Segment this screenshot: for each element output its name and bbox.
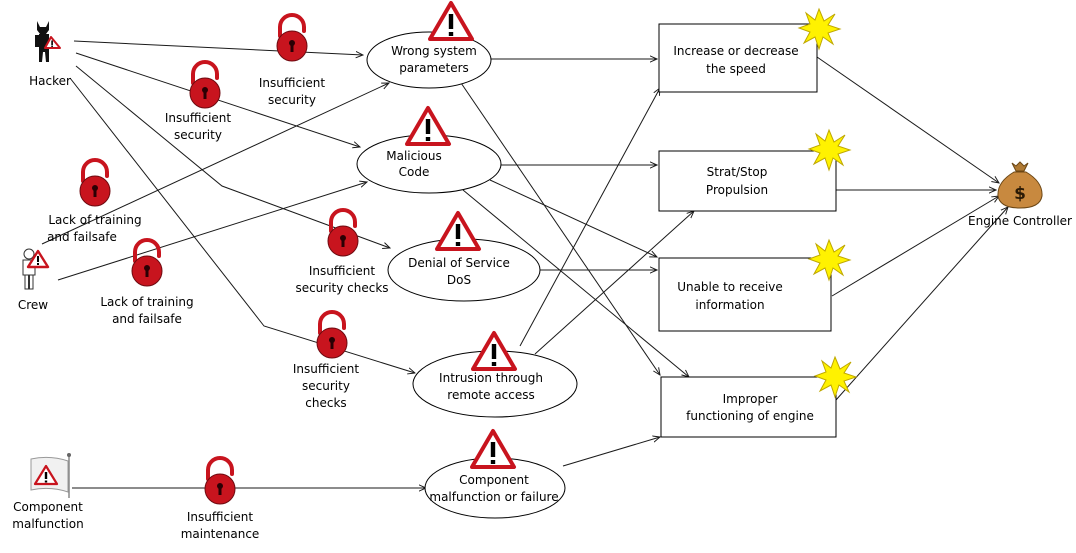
warning-icon [428, 1, 474, 41]
threat-label: parameters [399, 61, 469, 75]
threat-label: DoS [447, 273, 471, 287]
threat-label: Intrusion through [439, 371, 543, 385]
vuln-label: Insufficient [309, 264, 376, 278]
money-bag-icon: $ [997, 161, 1043, 209]
engine-controller[interactable]: $ Engine Controller [968, 161, 1072, 228]
edge-crew-wrong-params [41, 83, 389, 245]
impact-label: Increase or decrease [673, 44, 798, 58]
vuln-label: security [268, 93, 316, 107]
edge-params-engine [458, 79, 660, 375]
engine-controller-label: Engine Controller [968, 214, 1072, 228]
unlocked-padlock-icon [78, 158, 112, 208]
vuln-label: and failsafe [47, 230, 117, 244]
vuln-label: security checks [295, 281, 388, 295]
impact-label: information [695, 298, 764, 312]
vuln-label: security [302, 379, 350, 393]
edge-intrusion-propulsion [534, 211, 694, 355]
threat-component-failure[interactable]: Component malfunction or failure [424, 429, 566, 519]
vulnerability-3[interactable]: Lack of training and failsafe [47, 158, 142, 244]
vuln-label: checks [305, 396, 346, 410]
component-label-line1: Component [13, 500, 83, 514]
edge-info-controller [831, 196, 999, 297]
warning-icon [405, 106, 451, 146]
threat-label: malfunction or failure [429, 490, 558, 504]
impact-label: the speed [706, 62, 766, 76]
unlocked-padlock-icon [130, 238, 164, 288]
warning-icon [435, 211, 481, 251]
impact-propulsion[interactable]: Strat/Stop Propulsion [658, 129, 851, 212]
component-label-line2: malfunction [12, 517, 83, 531]
vuln-label: Insufficient [165, 111, 232, 125]
impact-label: Unable to receive [677, 280, 783, 294]
edge-hacker-wrong-params [73, 40, 363, 55]
actor-component-malfunction[interactable]: Component malfunction [12, 453, 84, 531]
impact-label: Strat/Stop [707, 165, 768, 179]
actor-hacker[interactable]: Hacker [29, 21, 71, 88]
vulnerability-4[interactable]: Lack of training and failsafe [100, 238, 194, 326]
vuln-label: Insufficient [187, 510, 254, 524]
vuln-label: Insufficient [259, 76, 326, 90]
vulnerability-7[interactable]: Insufficient maintenance [181, 456, 260, 541]
crew-person-icon [22, 248, 50, 290]
svg-text:$: $ [1014, 184, 1026, 204]
unlocked-padlock-icon [326, 208, 360, 258]
vuln-label: Lack of training [100, 295, 193, 309]
edge-crew-malicious-code [57, 182, 367, 281]
edge-engine-controller [835, 207, 1008, 401]
edge-code-info [489, 179, 657, 257]
threat-denial-of-service[interactable]: Denial of Service DoS [387, 211, 541, 302]
threat-label: Denial of Service [408, 256, 510, 270]
flag-icon [30, 453, 71, 498]
threat-label: Wrong system [391, 44, 477, 58]
unlocked-padlock-icon [315, 310, 349, 360]
hacker-label: Hacker [29, 74, 71, 88]
vuln-label: Insufficient [293, 362, 360, 376]
threat-wrong-system-parameters[interactable]: Wrong system parameters [366, 1, 492, 89]
impact-label: functioning of engine [686, 409, 814, 423]
threat-label: Malicious [386, 149, 442, 163]
impact-label: Propulsion [706, 183, 768, 197]
impact-information[interactable]: Unable to receive information [658, 239, 851, 332]
edge-code-engine [462, 189, 689, 377]
vuln-label: maintenance [181, 527, 260, 541]
threat-intrusion-remote-access[interactable]: Intrusion through remote access [412, 331, 578, 418]
impact-speed[interactable]: Increase or decrease the speed [658, 8, 841, 93]
impact-label: Improper [723, 392, 778, 406]
threat-malicious-code[interactable]: Malicious Code [356, 106, 502, 194]
vulnerability-6[interactable]: Insufficient security checks [293, 310, 360, 410]
vulnerability-1[interactable]: Insufficient security [259, 13, 326, 107]
actor-crew[interactable]: Crew [18, 248, 50, 312]
edge-hacker-dos [75, 65, 390, 248]
unlocked-padlock-icon [188, 60, 222, 110]
vulnerability-5[interactable]: Insufficient security checks [295, 208, 389, 295]
impact-engine[interactable]: Improper functioning of engine [660, 356, 857, 438]
vuln-label: security [174, 128, 222, 142]
crew-label: Crew [18, 298, 48, 312]
edge-hacker-intrusion [69, 77, 415, 373]
edge-failure-engine [562, 437, 660, 467]
threat-label: remote access [447, 388, 534, 402]
vuln-label: and failsafe [112, 312, 182, 326]
hacker-icon [35, 21, 61, 62]
threat-label: Code [399, 165, 430, 179]
unlocked-padlock-icon [203, 456, 237, 506]
edge-intrusion-speed [519, 88, 660, 347]
vuln-label: Lack of training [48, 213, 141, 227]
vulnerability-2[interactable]: Insufficient security [165, 60, 232, 142]
threat-label: Component [459, 473, 529, 487]
edge-speed-controller [816, 56, 999, 183]
edges [41, 40, 1008, 488]
warning-icon [470, 429, 516, 469]
unlocked-padlock-icon [275, 13, 309, 63]
